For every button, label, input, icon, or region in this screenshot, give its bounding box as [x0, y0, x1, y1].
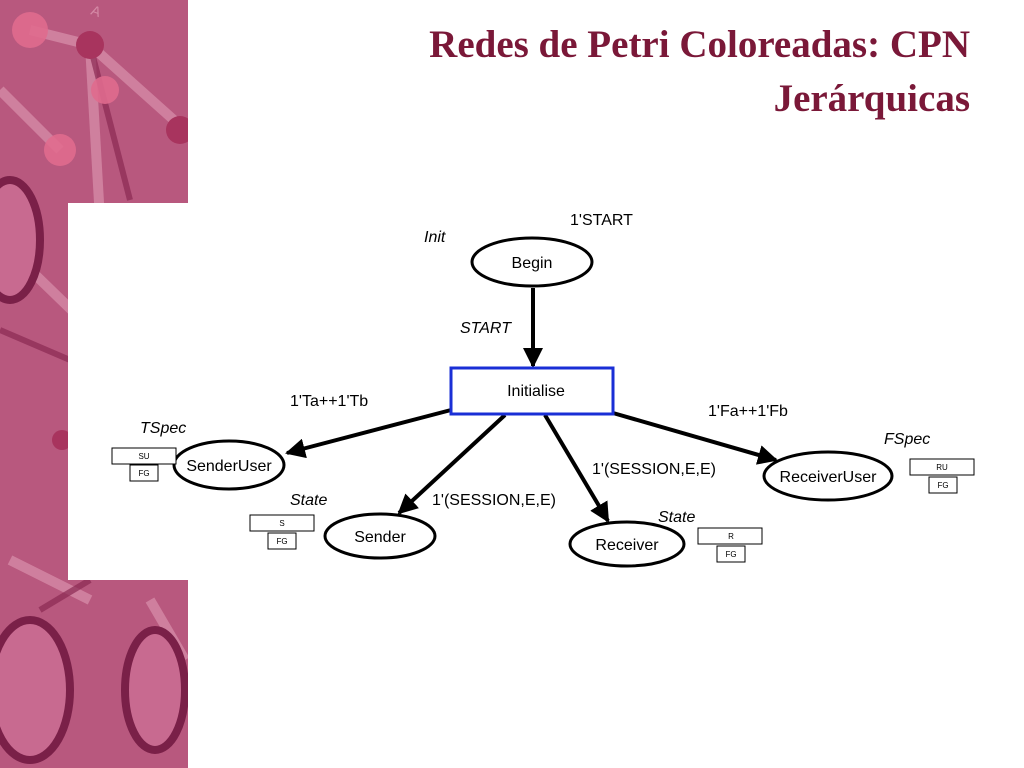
arc-label-receiver-user: 1'Fa++1'Fb	[708, 403, 788, 420]
place-sender-user: SenderUser	[172, 439, 286, 491]
place-receiver-label: Receiver	[595, 537, 659, 554]
sender-user-tags	[111, 447, 177, 482]
place-begin-marking: 1'START	[570, 212, 633, 229]
receiver-user-tag-1: RU	[936, 463, 948, 472]
sender-tag-1: S	[279, 519, 284, 528]
place-sender: Sender	[323, 512, 437, 560]
place-receiver: Receiver	[568, 520, 686, 568]
arc-to-receiver-user	[612, 411, 778, 465]
arc-label-sender-user: 1'Ta++1'Tb	[290, 393, 368, 410]
receiver-user-tags	[909, 458, 975, 494]
place-sender-user-type: TSpec	[140, 420, 186, 437]
arc-to-sender	[397, 413, 507, 515]
place-receiver-user-label: ReceiverUser	[780, 469, 878, 486]
sender-user-tag-1: SU	[138, 452, 149, 461]
receiver-tag-1: R	[728, 532, 734, 541]
diagram-panel: Begin Init 1'START Initialise START 1'Ta…	[68, 203, 988, 580]
place-begin: Begin	[470, 236, 594, 288]
arc-to-sender-user	[285, 408, 452, 459]
petri-net-diagram: Begin Init 1'START Initialise START 1'Ta…	[111, 212, 975, 568]
transition-initialise: Initialise	[449, 366, 615, 416]
place-sender-user-label: SenderUser	[186, 458, 272, 475]
arc-label-start: START	[460, 320, 512, 337]
arc-label-receiver: 1'(SESSION,E,E)	[592, 461, 716, 478]
place-receiver-user: ReceiverUser	[762, 450, 894, 502]
sender-tag-2: FG	[276, 537, 287, 546]
place-begin-label: Begin	[512, 255, 553, 272]
title-line-1: Redes de Petri Coloreadas: CPN	[429, 23, 970, 66]
transition-initialise-label: Initialise	[507, 383, 565, 400]
sender-user-tag-2: FG	[138, 469, 149, 478]
place-begin-type: Init	[424, 229, 446, 246]
slide-title: Redes de Petri Coloreadas: CPN Jerárquic…	[250, 18, 970, 126]
place-receiver-user-type: FSpec	[884, 431, 930, 448]
sender-tags	[249, 514, 315, 550]
arc-to-receiver	[543, 413, 610, 523]
receiver-tag-2: FG	[725, 550, 736, 559]
place-sender-type: State	[290, 492, 327, 509]
title-line-2: Jerárquicas	[773, 77, 970, 120]
place-sender-label: Sender	[354, 529, 406, 546]
arc-label-sender: 1'(SESSION,E,E)	[432, 492, 556, 509]
place-receiver-type: State	[658, 509, 695, 526]
receiver-tags	[697, 527, 763, 563]
receiver-user-tag-2: FG	[937, 481, 948, 490]
